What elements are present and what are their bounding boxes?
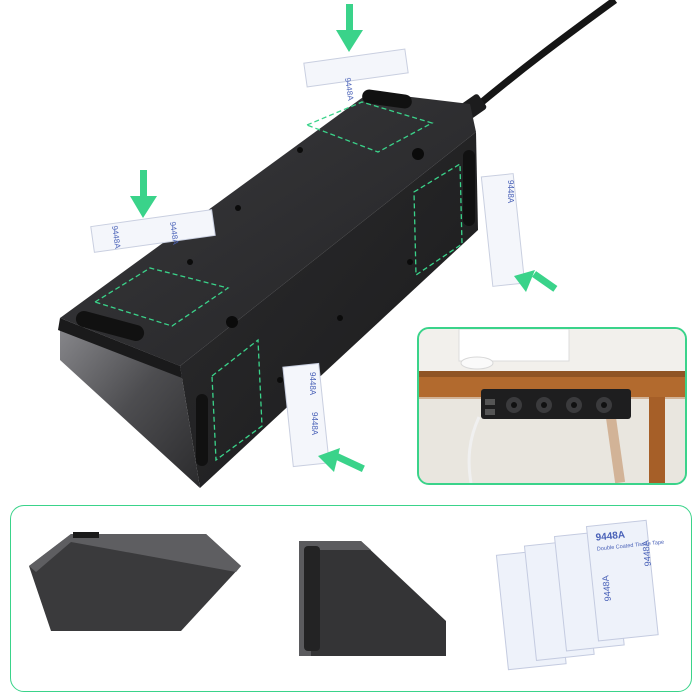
tape-piece-left: 9448A 9448A bbox=[90, 209, 216, 253]
arrow-left-icon bbox=[514, 270, 558, 292]
rubber-foot bbox=[196, 394, 208, 466]
rubber-foot bbox=[75, 311, 145, 341]
rubber-foot bbox=[463, 150, 475, 226]
arrow-left-icon bbox=[318, 448, 365, 472]
tape-label-main: 9448A bbox=[595, 530, 625, 544]
mounted-example-photo bbox=[417, 327, 687, 485]
tape-piece-bottom: 9448A 9448A bbox=[282, 362, 330, 468]
strip-top-face bbox=[60, 92, 476, 366]
svg-text:9448A: 9448A bbox=[168, 221, 180, 246]
end-cap-side-view bbox=[299, 541, 446, 656]
svg-text:9448A: 9448A bbox=[506, 180, 515, 204]
end-cap-front-view bbox=[29, 532, 241, 631]
detail-panel: 9448A Double Coated Tissue Tape 9448A 94… bbox=[10, 505, 692, 692]
adhesive-tape-stack: 9448A Double Coated Tissue Tape 9448A 94… bbox=[495, 519, 664, 671]
power-cable bbox=[467, 0, 618, 115]
tape-piece-right: 9448A bbox=[480, 173, 526, 287]
mounted-power-strip bbox=[481, 389, 631, 419]
rubber-foot bbox=[362, 89, 412, 109]
arrow-down-icon bbox=[336, 4, 363, 52]
power-strip-illustration: 9448A 9448A 9448A 9448A 9448A 9448A bbox=[58, 0, 618, 488]
svg-text:9448A: 9448A bbox=[310, 412, 319, 436]
svg-text:9448A: 9448A bbox=[308, 372, 317, 396]
svg-text:9448A: 9448A bbox=[640, 540, 653, 567]
tape-piece-top: 9448A bbox=[303, 48, 409, 102]
svg-text:9448A: 9448A bbox=[110, 225, 122, 250]
svg-text:9448A: 9448A bbox=[600, 575, 613, 602]
svg-text:9448A: 9448A bbox=[343, 77, 355, 102]
strip-side-face bbox=[180, 132, 478, 488]
arrow-down-icon bbox=[130, 170, 157, 218]
